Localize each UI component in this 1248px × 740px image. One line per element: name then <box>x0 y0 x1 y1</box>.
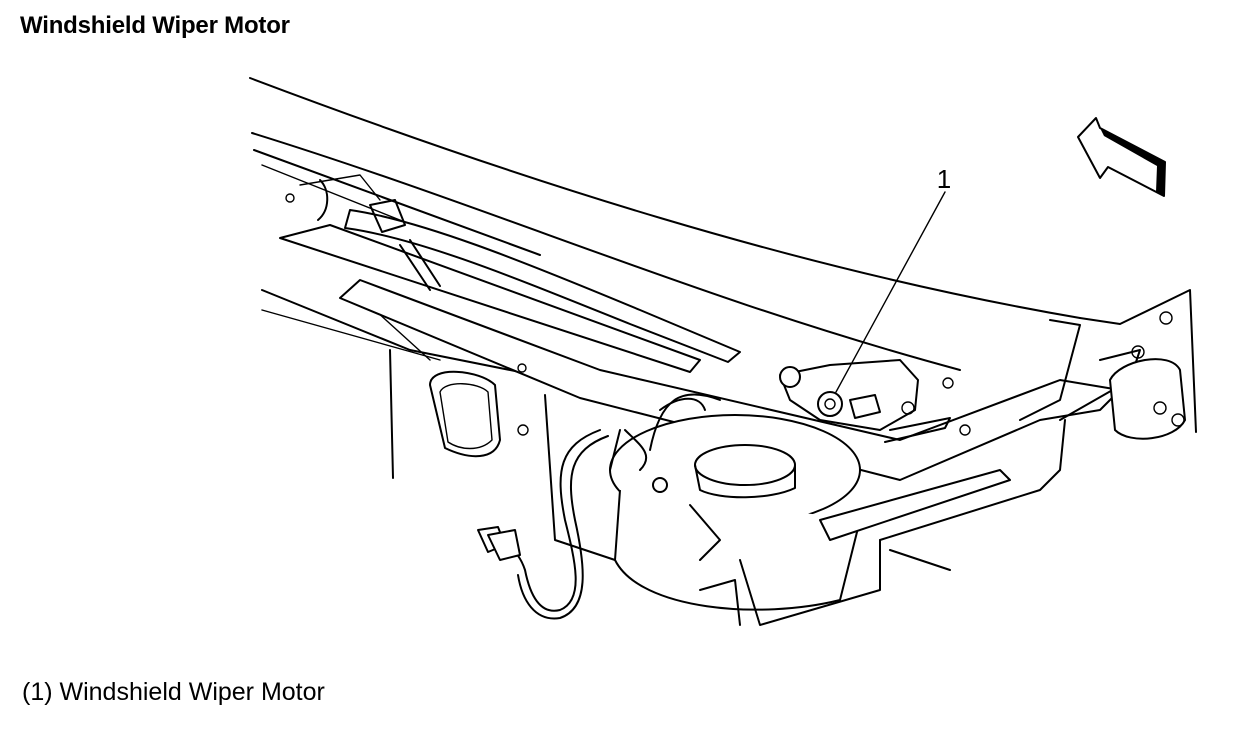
callout-number: 1 <box>937 164 951 194</box>
wiper-motor-assembly <box>779 359 951 443</box>
figure-legend: (1) Windshield Wiper Motor <box>22 678 325 706</box>
wiper-linkage <box>261 174 741 373</box>
wiring-harness <box>477 393 721 620</box>
callout-1: 1 <box>835 164 951 393</box>
lower-body-panels <box>285 193 1186 626</box>
motor-housing <box>609 414 861 611</box>
front-direction-arrow-icon <box>1077 117 1166 197</box>
page-title: Windshield Wiper Motor <box>20 12 290 39</box>
